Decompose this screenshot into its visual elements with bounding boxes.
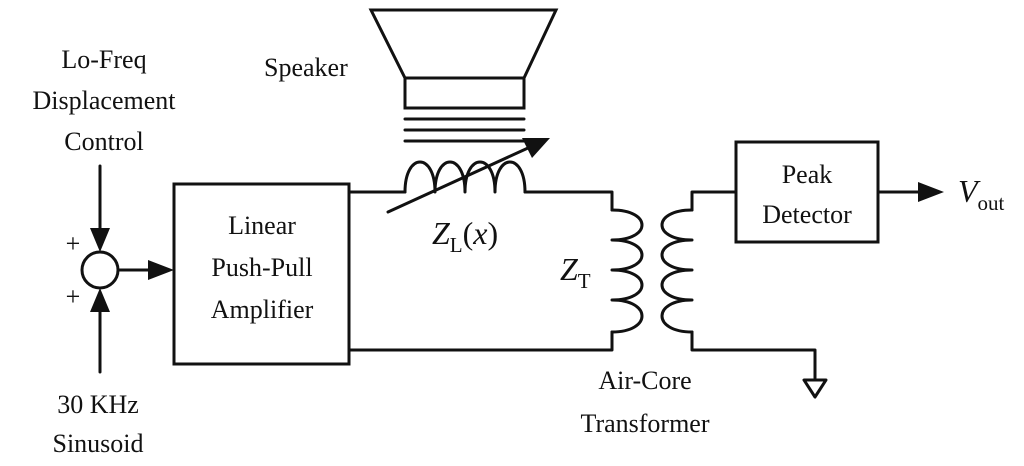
transformer-secondary-coil <box>660 208 694 334</box>
secondary-bottom-wire <box>690 330 817 380</box>
lo-freq-label: Lo-Freq Displacement Control <box>33 45 177 156</box>
speaker-magnet <box>403 76 526 110</box>
air-core-transformer <box>610 190 828 399</box>
zt-label: ZT <box>560 251 591 293</box>
amplifier-line-3: Amplifier <box>211 295 314 324</box>
variable-inductor-coil <box>403 160 527 194</box>
summing-output-arrow <box>148 260 174 280</box>
lo-freq-line-1: Lo-Freq <box>61 45 146 74</box>
detector-line-2: Detector <box>762 200 852 229</box>
zl-sub: L <box>450 233 463 257</box>
top-wire-right <box>523 190 614 212</box>
sinusoid-line-2: Sinusoid <box>52 429 143 458</box>
lo-freq-line-2: Displacement <box>33 86 177 115</box>
vout-sub: out <box>978 191 1005 215</box>
transformer-label: Air-Core Transformer <box>580 366 709 438</box>
sinusoid-line-1: 30 KHz <box>57 390 139 419</box>
bottom-wire <box>347 330 614 352</box>
zl-label: ZL(x) <box>432 215 498 257</box>
speaker <box>368 8 559 143</box>
plus-sign-bottom: + <box>66 282 81 311</box>
peak-detector-label: Peak Detector <box>762 160 852 229</box>
control-input-arrow <box>90 228 110 252</box>
speaker-label: Speaker <box>264 53 348 82</box>
amplifier-line-1: Linear <box>228 211 296 240</box>
zl-open: ( <box>463 215 474 251</box>
transformer-line-1: Air-Core <box>598 366 691 395</box>
sinusoid-input-arrow <box>90 288 110 312</box>
zl-main: Z <box>432 215 451 251</box>
amplifier-label: Linear Push-Pull Amplifier <box>211 211 314 324</box>
zt-sub: T <box>578 269 591 293</box>
detector-line-1: Peak <box>782 160 833 189</box>
lo-freq-line-3: Control <box>64 127 143 156</box>
zl-arg: x <box>472 215 487 251</box>
plus-sign-top: + <box>66 229 81 258</box>
zt-main: Z <box>560 251 579 287</box>
peak-detector-block <box>734 140 880 244</box>
vout-label: Vout <box>958 173 1005 215</box>
transformer-primary-coil <box>610 208 644 334</box>
speaker-cone <box>368 8 559 80</box>
output-arrow <box>918 182 944 202</box>
ground-icon <box>802 378 828 399</box>
summing-circle <box>80 250 120 290</box>
variable-arrow-line <box>386 146 530 214</box>
zl-close: ) <box>487 215 498 251</box>
amplifier-line-2: Push-Pull <box>211 253 312 282</box>
secondary-top-wire <box>690 190 738 212</box>
sinusoid-label: 30 KHz Sinusoid <box>52 390 143 458</box>
transformer-line-2: Transformer <box>580 409 709 438</box>
summing-junction <box>80 164 174 374</box>
variable-arrow-head <box>522 138 550 158</box>
vout-main: V <box>958 173 981 209</box>
amplifier-block <box>172 182 351 366</box>
